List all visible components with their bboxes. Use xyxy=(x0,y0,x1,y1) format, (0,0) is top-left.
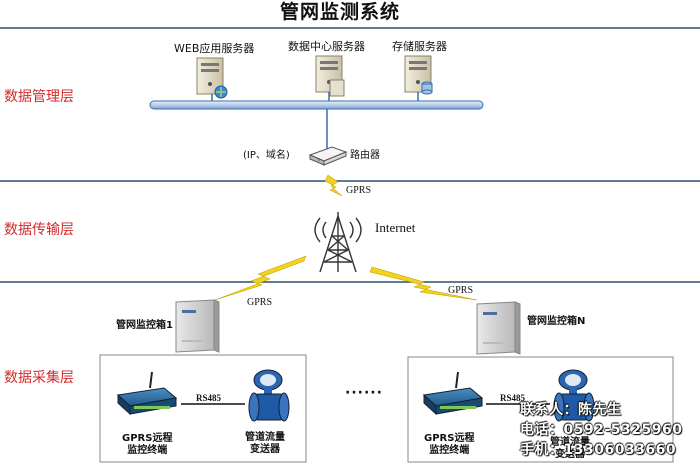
layer-label-management: 数据管理层 xyxy=(4,89,74,105)
control-box-n-label: 管网监控箱N xyxy=(527,316,586,327)
layer-separators xyxy=(0,27,700,283)
antenna-tower-icon xyxy=(314,212,362,273)
layer-label-collection: 数据采集层 xyxy=(4,370,74,386)
meter-label-1: 管道流量 变送器 xyxy=(245,432,285,455)
gprs-label-right: GPRS xyxy=(448,285,474,296)
server-bus-connectors xyxy=(211,92,419,101)
web-server-icon xyxy=(196,57,228,99)
contact-mobile: 手机：13306033660 xyxy=(520,442,677,458)
control-box-1-label: 管网监控箱1 xyxy=(116,320,173,331)
terminal-label-n: GPRS远程 监控终端 xyxy=(424,433,475,456)
flow-meter-1-icon xyxy=(248,369,290,422)
layer-label-transport: 数据传输层 xyxy=(4,222,74,238)
contact-person: 联系人：陈先生 xyxy=(520,402,622,418)
diagram-title: 管网监测系统 xyxy=(280,1,401,23)
internet-label: Internet xyxy=(375,220,416,235)
storage-server-label: 存储服务器 xyxy=(392,40,447,53)
router-label: 路由器 xyxy=(350,150,380,161)
terminal-label-1: GPRS远程 监控终端 xyxy=(122,433,173,456)
gprs-label-top: GPRS xyxy=(346,185,372,196)
control-cabinet-1-icon xyxy=(175,299,220,353)
router-icon xyxy=(308,146,348,166)
rs485-label-1: RS485 xyxy=(196,393,222,403)
lightning-bolt-right-icon xyxy=(369,266,478,301)
rs485-label-n: RS485 xyxy=(500,393,526,403)
lightning-bolt-left-icon xyxy=(214,255,307,301)
data-center-server-icon xyxy=(315,55,345,97)
control-cabinet-n-icon xyxy=(476,301,521,355)
ellipsis-separator: ······ xyxy=(345,385,383,401)
storage-server-icon xyxy=(404,55,433,95)
gprs-label-left: GPRS xyxy=(247,297,273,308)
flow-meter-n-icon xyxy=(553,369,595,422)
router-address-label: (IP、域名) xyxy=(243,150,290,161)
gprs-terminal-n-icon xyxy=(422,371,484,416)
network-bus xyxy=(149,100,484,110)
meter-label-n: 管道流量 变送器 xyxy=(550,437,590,460)
lightning-bolt-icon xyxy=(324,174,343,197)
web-server-label: WEB应用服务器 xyxy=(174,42,255,55)
data-center-server-label: 数据中心服务器 xyxy=(288,40,365,53)
contact-phone: 电话：0592-5325960 xyxy=(520,422,683,438)
gprs-terminal-1-icon xyxy=(116,371,178,416)
